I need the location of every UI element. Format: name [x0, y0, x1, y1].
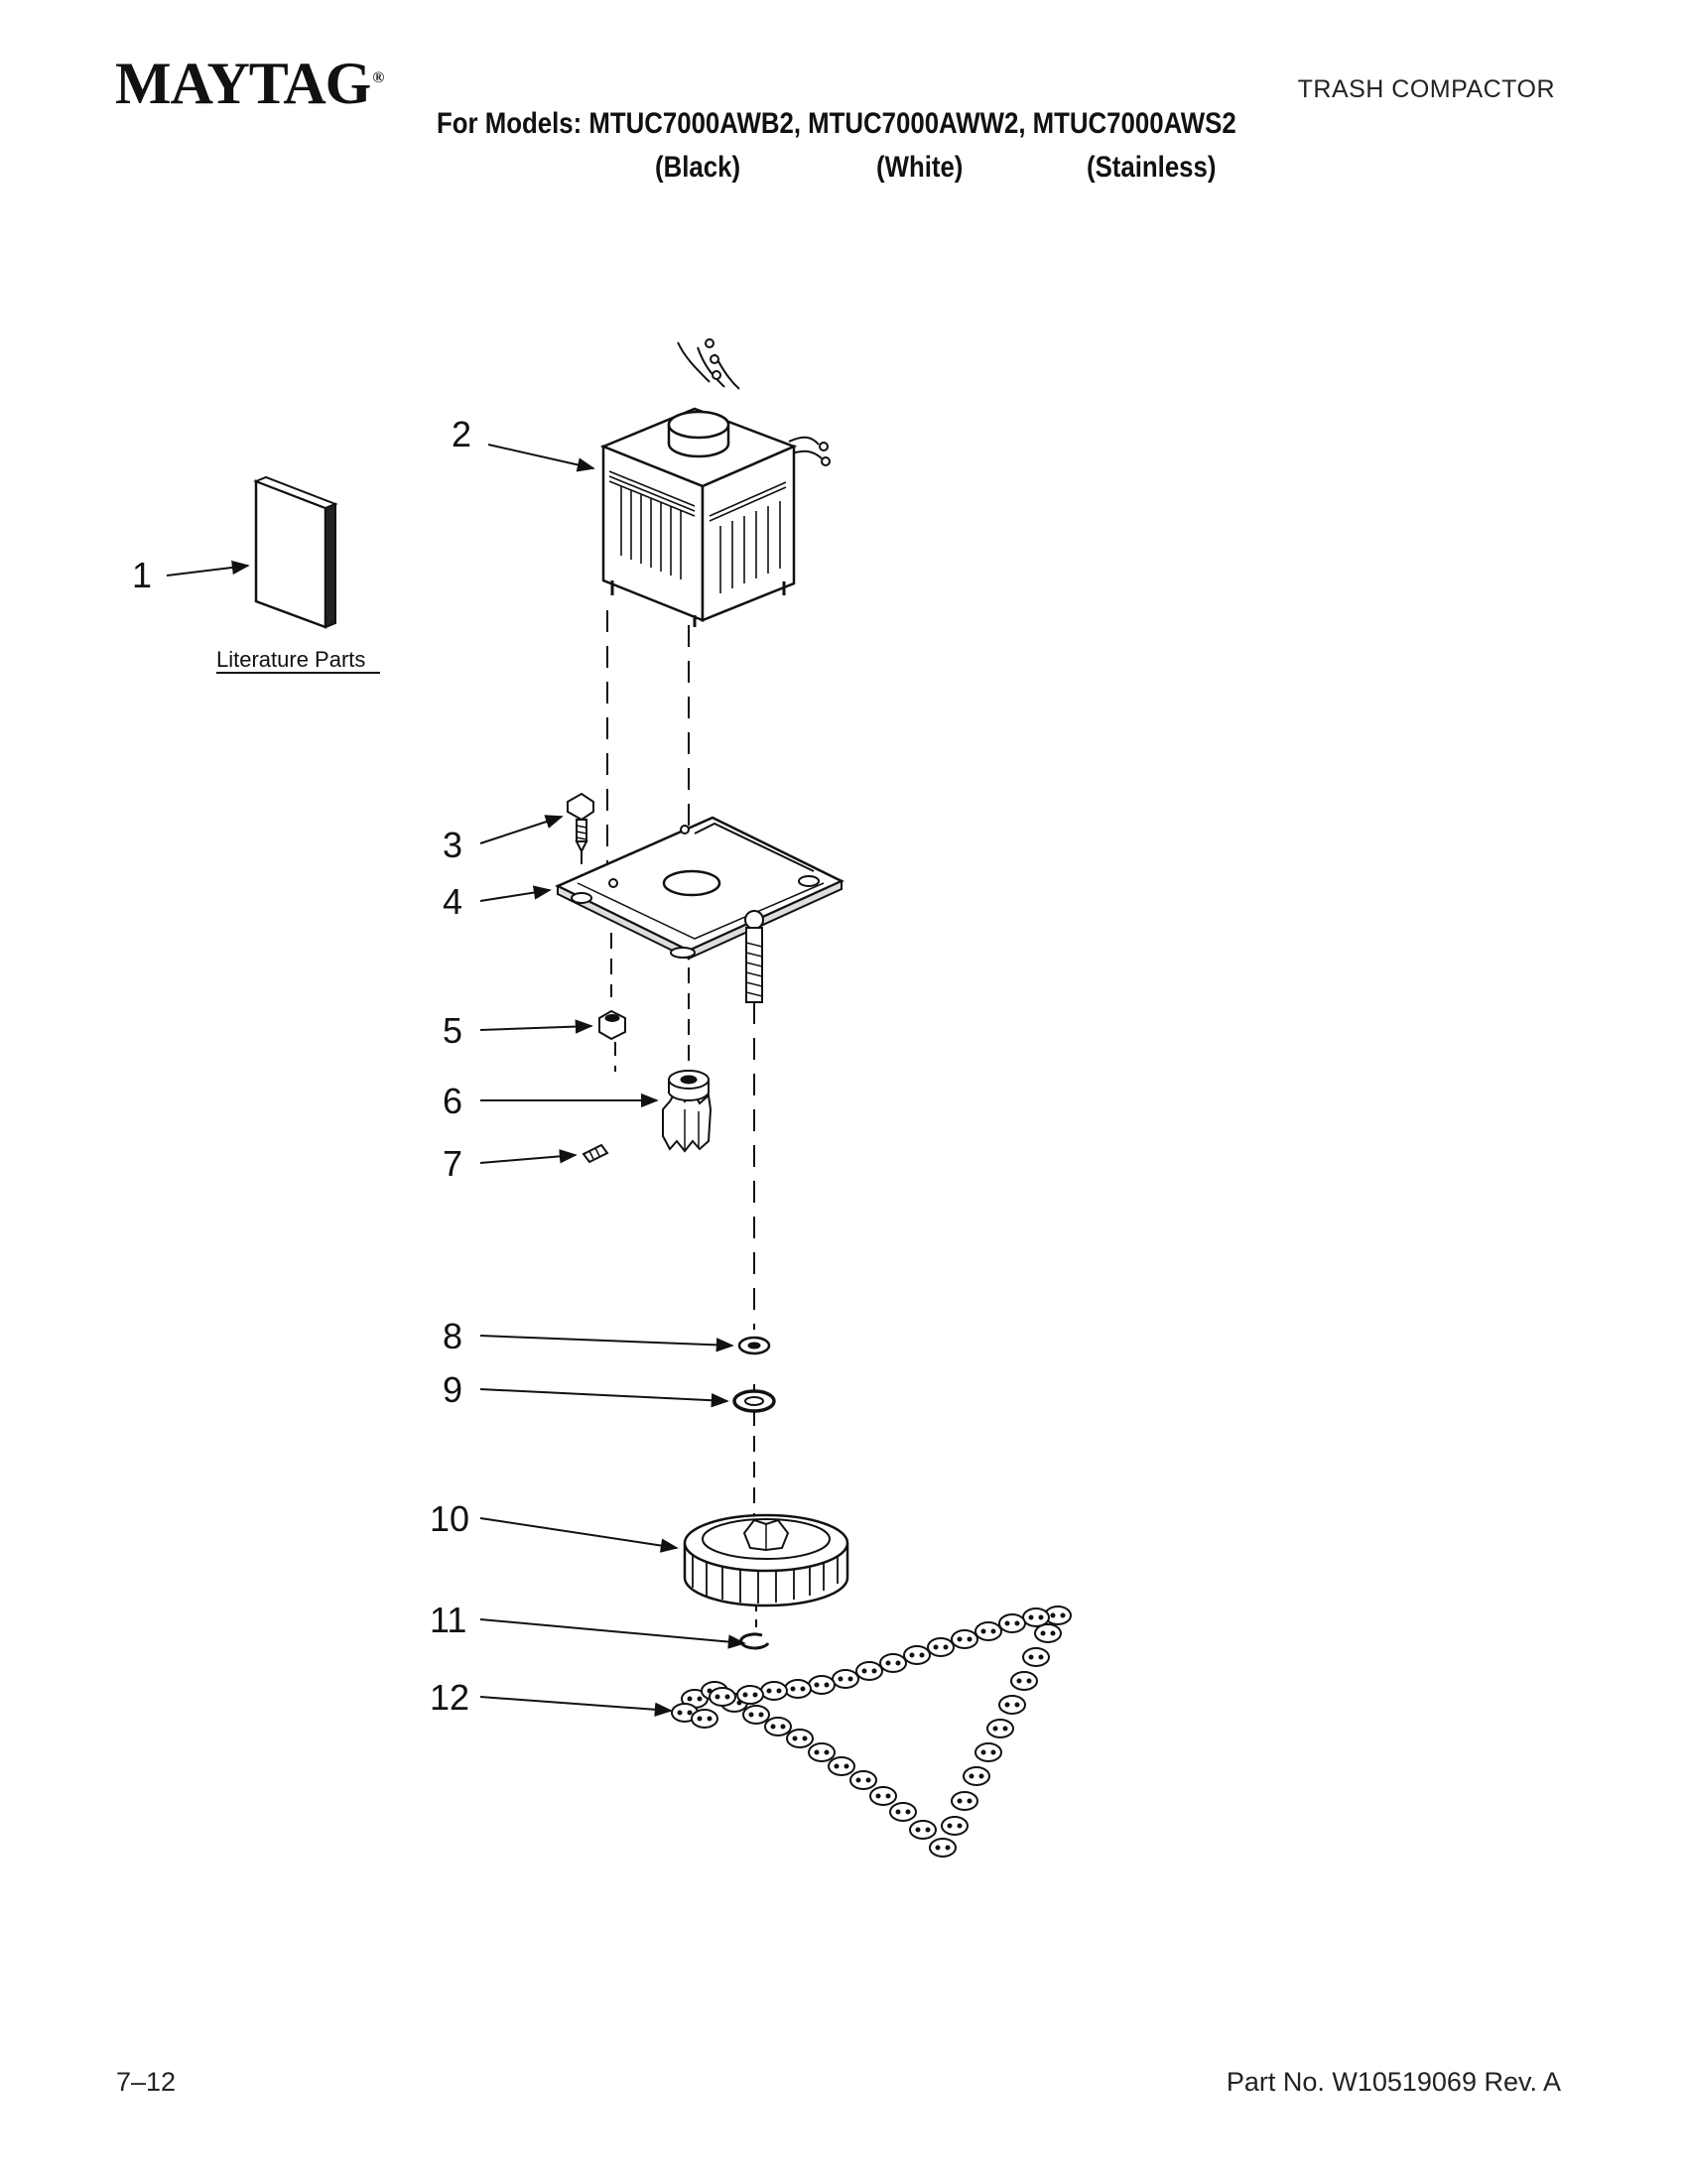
callout-7: 7 — [443, 1143, 462, 1184]
leader-lines — [166, 444, 746, 1718]
callout-4: 4 — [443, 881, 462, 922]
variant-black: (Black) — [655, 151, 741, 184]
variant-white: (White) — [876, 151, 964, 184]
literature-booklet — [253, 475, 338, 629]
callout-5: 5 — [443, 1010, 462, 1051]
washer-large — [732, 1389, 776, 1413]
retaining-ring — [739, 1632, 770, 1650]
screw — [567, 792, 594, 854]
variant-stainless: (Stainless) — [1087, 151, 1217, 184]
nut — [598, 1009, 626, 1041]
registered-mark: ® — [372, 69, 384, 86]
callout-11: 11 — [430, 1600, 466, 1640]
washer-small — [737, 1336, 771, 1355]
page-number: 7–12 — [116, 2067, 177, 2097]
pinion-gear — [662, 1070, 713, 1153]
threaded-stud — [745, 927, 763, 1003]
drive-chain — [671, 1606, 1072, 1858]
models-line: For Models: MTUC7000AWB2, MTUC7000AWW2, … — [437, 107, 1236, 140]
product-category: TRASH COMPACTOR — [1297, 75, 1555, 103]
brand-logo: MAYTAG® — [115, 50, 384, 118]
callout-9: 9 — [443, 1369, 462, 1410]
drive-gear — [683, 1513, 849, 1607]
callout-6: 6 — [443, 1081, 462, 1121]
motor — [599, 338, 831, 627]
callout-2: 2 — [452, 414, 471, 454]
brand-name: MAYTAG — [115, 51, 371, 116]
callout-8: 8 — [443, 1316, 462, 1356]
set-screw — [582, 1143, 609, 1164]
callout-10: 10 — [430, 1498, 469, 1539]
part-number: Part No. W10519069 Rev. A — [1226, 2067, 1561, 2097]
mounting-plate — [555, 816, 844, 961]
callout-1: 1 — [132, 555, 152, 595]
callout-3: 3 — [443, 825, 462, 865]
literature-parts-label: Literature Parts — [216, 647, 365, 672]
callout-12: 12 — [430, 1677, 469, 1718]
